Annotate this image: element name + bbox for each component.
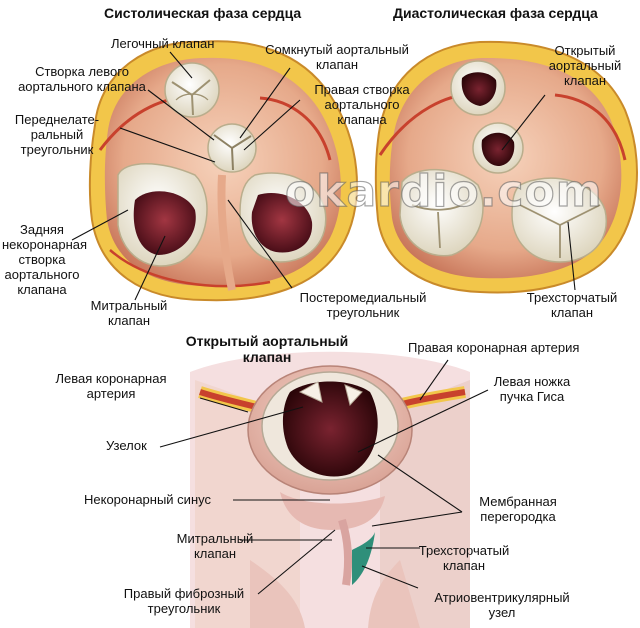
label-posterior-noncoronary-cusp: Задняя некоронарная створка аортального … xyxy=(2,222,88,297)
open-aortic-valve-heading: Открытый аортальный клапан xyxy=(185,333,349,365)
diastolic-phase-heading: Диастолическая фаза сердца xyxy=(393,5,598,21)
label-open-aortic-valve-top: Открытый аортальный клапан xyxy=(548,43,622,88)
systolic-phase-heading: Систолическая фаза сердца xyxy=(104,5,302,21)
label-membranous-septum: Мембранная перегородка xyxy=(479,494,557,524)
label-tricuspid-valve-bottom: Трехсторчатый клапан xyxy=(418,543,510,573)
label-right-fibrous-triangle: Правый фиброзный треугольник xyxy=(123,586,245,616)
label-right-aortic-cusp: Правая створка аортального клапана xyxy=(314,82,410,127)
label-posteromedial-triangle: Постеромедиальный треугольник xyxy=(299,290,427,320)
leader-lines xyxy=(71,51,576,595)
label-right-coronary-artery: Правая коронарная артерия xyxy=(408,340,580,355)
label-av-node: Атриовентрикулярный узел xyxy=(434,590,570,620)
label-left-coronary-artery: Левая коронарная артерия xyxy=(55,371,167,401)
label-anterolateral-triangle: Переднелате- ральный треугольник xyxy=(14,112,100,157)
systolic-heart-drawing xyxy=(88,40,358,302)
label-left-aortic-cusp: Створка левого аортального клапана xyxy=(18,64,146,94)
label-noncoronary-sinus: Некоронарный синус xyxy=(84,492,211,507)
open-aortic-valve-closeup xyxy=(190,351,470,628)
label-mitral-valve-bottom: Митральный клапан xyxy=(176,531,254,561)
label-left-bundle-branch: Левая ножка пучка Гиса xyxy=(493,374,571,404)
label-pulmonary-valve: Легочный клапан xyxy=(111,36,215,51)
diastolic-heart-drawing xyxy=(374,40,638,294)
label-nodule: Узелок xyxy=(106,438,147,453)
label-mitral-valve-top: Митральный клапан xyxy=(90,298,168,328)
label-closed-aortic-valve: Сомкнутый аортальный клапан xyxy=(265,42,409,72)
label-tricuspid-valve-top: Трехсторчатый клапан xyxy=(526,290,618,320)
site-watermark: okardio.com xyxy=(284,165,603,217)
